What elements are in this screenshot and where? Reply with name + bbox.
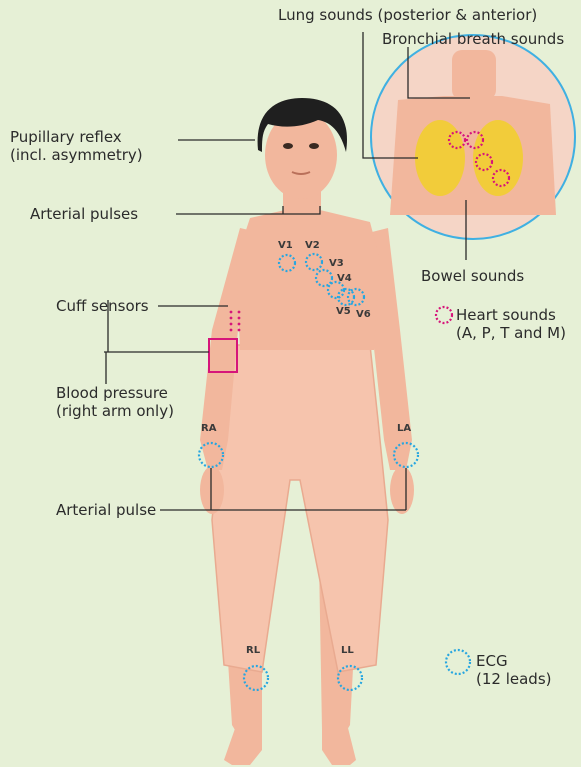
manikin-figure [200, 98, 414, 765]
right-hand [200, 466, 224, 514]
cuff-sensors-label: Cuff sensors [56, 297, 149, 315]
heart-legend-icon [436, 307, 452, 323]
arterial-pulse-label: Arterial pulse [56, 501, 156, 519]
blood-pressure-label: Blood pressure (right arm only) [56, 384, 174, 420]
pupillary-line-2: (incl. asymmetry) [10, 146, 143, 164]
lead-label-v3: V3 [329, 258, 344, 269]
trousers [212, 345, 388, 672]
inset-lungs [473, 120, 523, 196]
lead-label-v6: V6 [356, 309, 371, 320]
pupillary-line-1: Pupillary reflex [10, 128, 143, 146]
lead-label-v4: V4 [337, 273, 352, 284]
left-hand [390, 466, 414, 514]
ecg-label: ECG (12 leads) [476, 652, 551, 688]
heart-sounds-line-2: (A, P, T and M) [456, 324, 566, 342]
lead-label-rl: RL [246, 645, 260, 656]
lead-label-v1: V1 [278, 240, 293, 251]
lead-label-v5: V5 [336, 306, 351, 317]
left-foot [322, 720, 356, 765]
ecg-legend-icon [446, 650, 470, 674]
right-foot [224, 720, 262, 765]
right-eye [283, 143, 293, 149]
bp-line-2: (right arm only) [56, 402, 174, 420]
inset-neck [452, 50, 496, 100]
lead-label-v2: V2 [305, 240, 320, 251]
heart-sounds-line-1: Heart sounds [456, 306, 566, 324]
bp-line-1: Blood pressure [56, 384, 174, 402]
ecg-line-1: ECG [476, 652, 551, 670]
bronchial-label: Bronchial breath sounds [382, 30, 564, 48]
bowel-sounds-label: Bowel sounds [421, 267, 524, 285]
arterial-pulses-label: Arterial pulses [30, 205, 138, 223]
inset-torso [390, 96, 556, 215]
lead-label-la: LA [397, 423, 411, 434]
left-eye [309, 143, 319, 149]
lead-label-ra: RA [201, 423, 216, 434]
torso [236, 210, 380, 350]
leader-bp [104, 352, 209, 384]
pupillary-label: Pupillary reflex (incl. asymmetry) [10, 128, 143, 164]
lung-sounds-label: Lung sounds (posterior & anterior) [278, 6, 537, 24]
lead-label-ll: LL [341, 645, 354, 656]
heart-sounds-label: Heart sounds (A, P, T and M) [456, 306, 566, 342]
chest-inset [371, 35, 575, 239]
ecg-line-2: (12 leads) [476, 670, 551, 688]
